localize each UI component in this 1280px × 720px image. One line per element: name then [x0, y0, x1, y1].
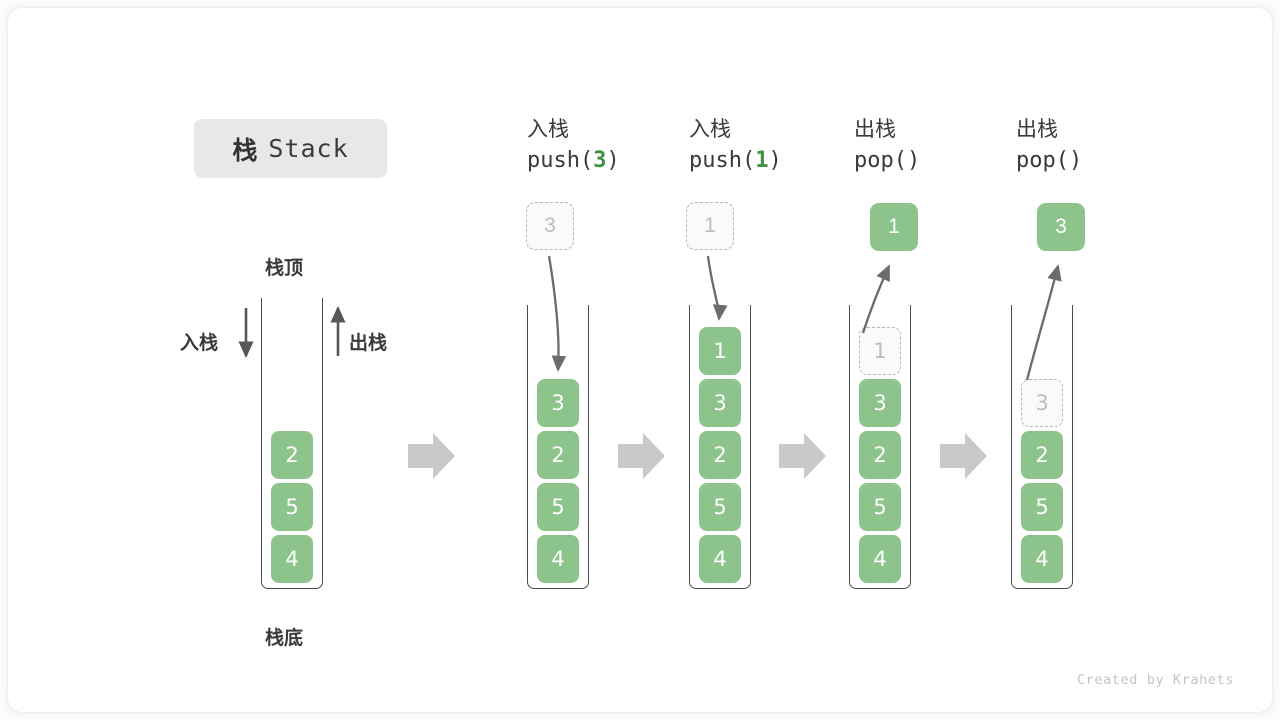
title-cn: 栈: [232, 136, 259, 165]
stack-cell: 4: [859, 535, 901, 583]
header-code-arg: 1: [755, 148, 769, 173]
stack-cell: 4: [1021, 535, 1063, 583]
header-title-push-3: 入栈: [527, 118, 569, 141]
stack-column-pop-2: 3 2 5 4: [1011, 305, 1073, 589]
footer-credit: Created by Krahets: [1076, 672, 1234, 688]
header-title-pop-2: 出栈: [1016, 118, 1058, 141]
header-code-prefix: push(: [527, 148, 594, 173]
column-header-pop-1: 出栈 pop(): [854, 115, 1054, 177]
stack-cell: 3: [537, 379, 579, 427]
incoming-box-push-1: 1: [686, 202, 734, 250]
stack-cell: 2: [699, 431, 741, 479]
stack-column-initial: 2 5 4: [261, 298, 323, 589]
header-code-suffix: ): [1068, 148, 1083, 173]
stack-cell: 2: [271, 431, 313, 479]
column-header-push-1: 入栈 push(1): [689, 115, 889, 177]
stack-vessel-push-1: [689, 305, 751, 589]
stack-cell: 2: [859, 431, 901, 479]
step-arrow-3: [779, 433, 826, 479]
stack-vessel-push-3: [527, 305, 589, 589]
column-header-pop-2: 出栈 pop(): [1016, 115, 1216, 177]
stack-cell: 4: [537, 535, 579, 583]
stack-cells-push-1: 1 3 2 5 4: [699, 327, 741, 583]
stack-column-push-1: 1 3 2 5 4: [689, 305, 751, 589]
header-code-push-3: push(3): [527, 145, 727, 177]
outgoing-box-pop-2: 3: [1037, 203, 1085, 251]
stack-cell: 5: [699, 483, 741, 531]
header-title-push-1: 入栈: [689, 118, 731, 141]
diagram-card: 栈 Stack 栈顶 栈底 入栈 出栈 入栈 push(3) 入栈 push(1…: [8, 8, 1272, 712]
stack-column-pop-1: 1 3 2 5 4: [849, 305, 911, 589]
header-code-suffix: ): [768, 148, 782, 173]
header-code-suffix: ): [906, 148, 921, 173]
header-code-prefix: pop(: [854, 148, 907, 173]
column-header-push-3: 入栈 push(3): [527, 115, 727, 177]
header-code-pop-2: pop(): [1016, 145, 1216, 177]
step-arrow-1: [408, 433, 455, 479]
stack-top-label: 栈顶: [265, 258, 304, 279]
push-direction-label: 入栈: [180, 333, 219, 354]
stack-cell: 1: [699, 327, 741, 375]
incoming-box-push-3: 3: [526, 202, 574, 250]
stack-bottom-label: 栈底: [265, 628, 304, 649]
header-code-arg: 3: [593, 148, 607, 173]
stack-cell: 5: [271, 483, 313, 531]
header-code-suffix: ): [606, 148, 620, 173]
stack-cell: 5: [859, 483, 901, 531]
header-code-prefix: pop(: [1016, 148, 1069, 173]
step-arrow-2: [618, 433, 665, 479]
pop-direction-label: 出栈: [349, 333, 388, 354]
stack-cell: 4: [271, 535, 313, 583]
stack-cell: 2: [537, 431, 579, 479]
title-en: Stack: [268, 134, 349, 163]
outgoing-box-pop-1: 1: [870, 203, 918, 251]
header-title-pop-1: 出栈: [854, 118, 896, 141]
stack-vessel-pop-2: [1011, 305, 1073, 589]
header-code-pop-1: pop(): [854, 145, 1054, 177]
stack-cell: 5: [537, 483, 579, 531]
stack-cell: 4: [699, 535, 741, 583]
header-code-push-1: push(1): [689, 145, 889, 177]
stack-column-push-3: 3 2 5 4: [527, 305, 589, 589]
stack-cell: 5: [1021, 483, 1063, 531]
stack-cell: 3: [699, 379, 741, 427]
step-arrow-4: [940, 433, 987, 479]
stack-cells-push-3: 3 2 5 4: [537, 379, 579, 583]
title-badge: 栈 Stack: [194, 119, 387, 178]
stack-vessel-pop-1: [849, 305, 911, 589]
stack-cell-ghost: 1: [859, 327, 901, 375]
header-code-prefix: push(: [689, 148, 756, 173]
stack-cells-pop-2: 3 2 5 4: [1021, 379, 1063, 583]
stack-cells-initial: 2 5 4: [271, 431, 313, 583]
stack-cell: 2: [1021, 431, 1063, 479]
stack-cell: 3: [859, 379, 901, 427]
stack-vessel-initial: [261, 298, 323, 589]
stack-cell-ghost: 3: [1021, 379, 1063, 427]
stack-cells-pop-1: 1 3 2 5 4: [859, 327, 901, 583]
